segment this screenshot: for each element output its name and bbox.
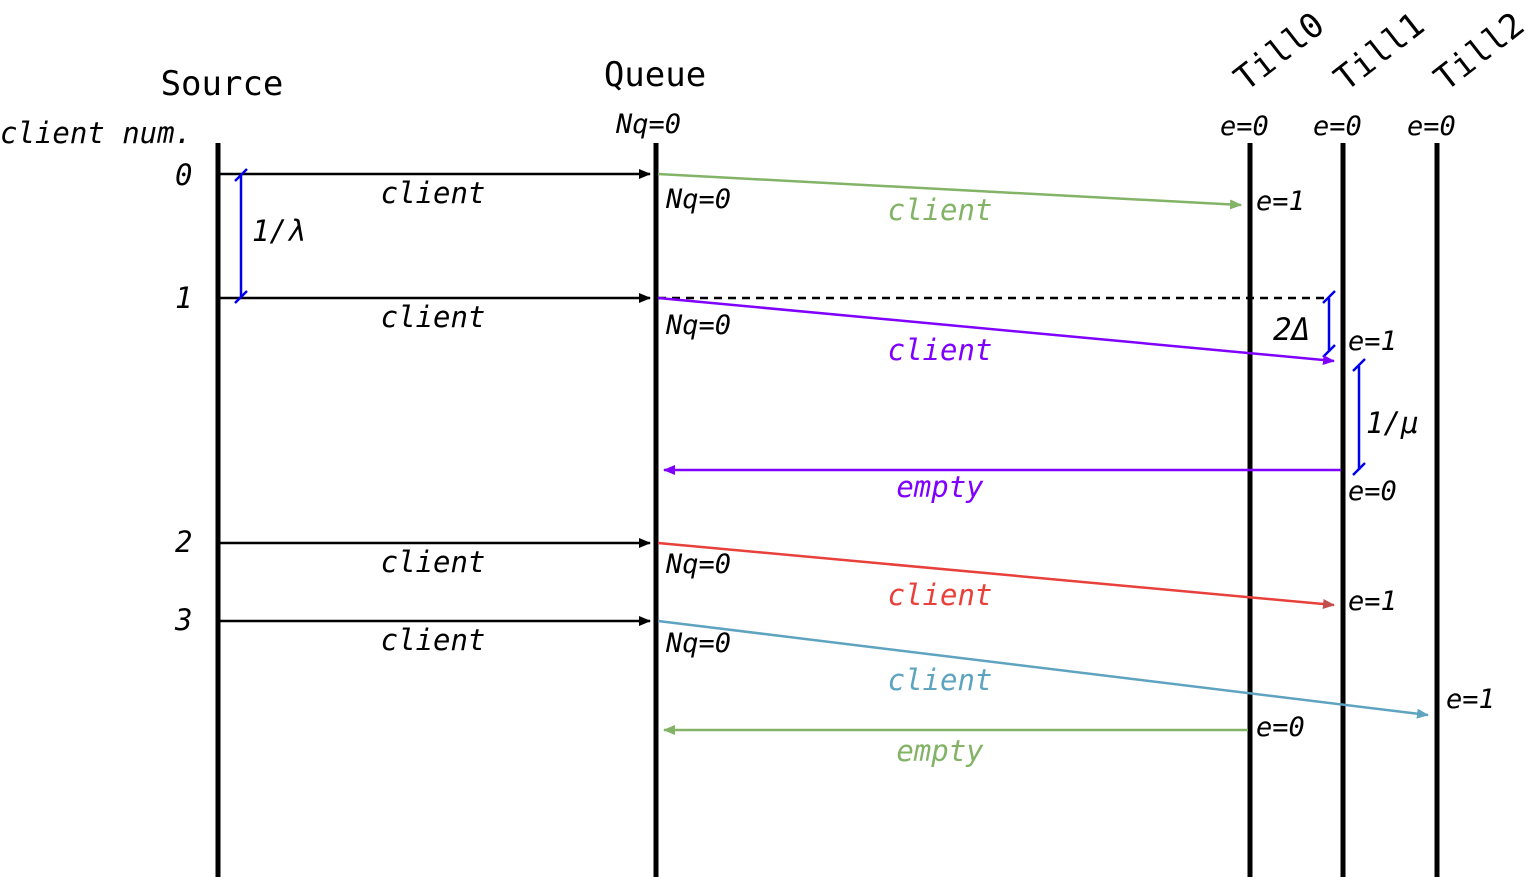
client-num-label: client num. (0, 116, 192, 150)
source-lane-label: Source (161, 64, 284, 104)
till0-initial-state: e=0 (1220, 111, 1269, 142)
client-number-2: 2 (175, 525, 192, 559)
queue-initial-state: Nq=0 (615, 109, 681, 140)
queue-to-till0-label: client (888, 193, 993, 227)
queue-state-1: Nq=0 (665, 310, 731, 341)
till1-free-state: e=0 (1348, 476, 1397, 507)
till1-lane-label: Till1 (1327, 5, 1432, 100)
service-interval-bracket (1352, 358, 1366, 476)
till1-busy-state: e=1 (1348, 326, 1397, 357)
arrival-interval-bracket (234, 168, 248, 304)
queue-to-till1-label: client (888, 333, 993, 367)
till1-initial-state: e=0 (1313, 111, 1362, 142)
source-to-queue-label-1: client (381, 300, 486, 334)
queue-to-till0-arrow (657, 172, 1242, 210)
source-to-queue-label-2: client (381, 545, 486, 579)
client-number-3: 3 (174, 603, 192, 637)
till0-to-queue-label: empty (896, 734, 984, 768)
service-interval-label: 1/μ (1366, 406, 1418, 440)
queue-to-till1-label-b: client (888, 578, 993, 612)
till0-free-state: e=0 (1256, 712, 1305, 743)
client-number-1: 1 (175, 281, 192, 315)
till0-busy-state: e=1 (1256, 186, 1305, 217)
till2-lane-label: Till2 (1427, 5, 1532, 100)
queue-to-till2-label: client (888, 663, 993, 697)
till1-to-queue-label: empty (896, 470, 984, 504)
till0-lane-label: Till0 (1227, 5, 1332, 100)
queue-state-3: Nq=0 (665, 628, 731, 659)
delay-interval-bracket (1322, 290, 1336, 358)
queue-state-0: Nq=0 (665, 184, 731, 215)
till2-initial-state: e=0 (1407, 111, 1456, 142)
queue-to-till1-arrow (657, 296, 1335, 365)
client-number-0: 0 (175, 158, 192, 192)
till1-busy-state-b: e=1 (1348, 586, 1397, 617)
queue-lane-label: Queue (604, 55, 706, 95)
delay-interval-label: 2Δ (1273, 312, 1310, 348)
till2-busy-state: e=1 (1446, 684, 1495, 715)
queue-to-till1-arrow-b (657, 541, 1335, 609)
source-to-queue-label-3: client (381, 623, 486, 657)
arrival-interval-label: 1/λ (252, 214, 304, 248)
queue-to-till2-arrow (657, 619, 1429, 719)
queue-state-2: Nq=0 (665, 549, 731, 580)
source-to-queue-label-0: client (381, 176, 486, 210)
